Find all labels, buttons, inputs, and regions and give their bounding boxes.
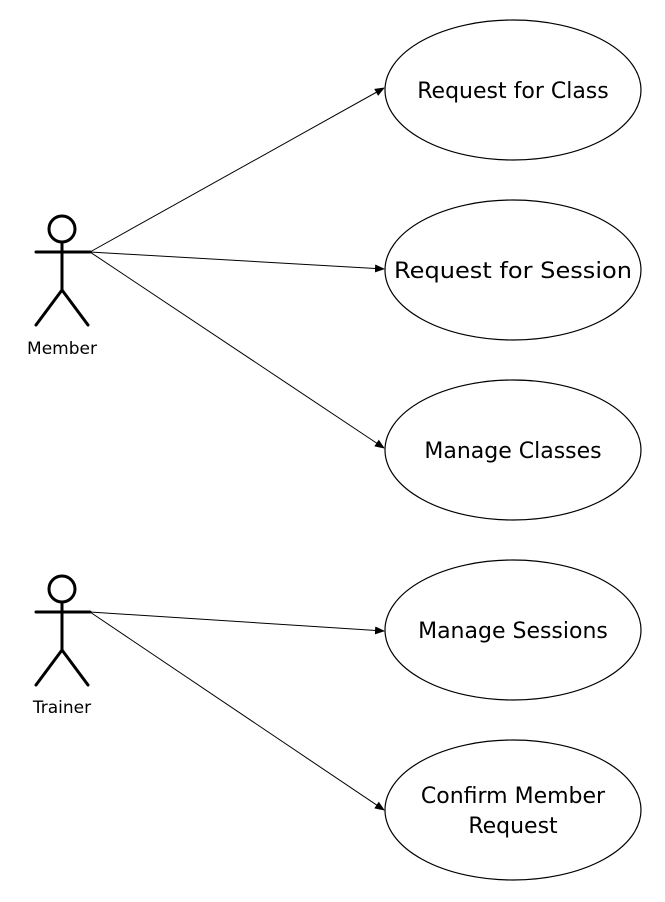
usecase-label: Manage Sessions — [418, 619, 608, 644]
usecase-label: Confirm Member — [421, 784, 606, 809]
associations — [89, 87, 385, 811]
stick-figure-icon — [34, 574, 92, 687]
actor-label: Member — [27, 339, 97, 359]
actor-label: Trainer — [32, 698, 91, 718]
stick-figure-icon — [34, 214, 92, 327]
usecase-manage-sessions: Manage Sessions — [384, 559, 642, 701]
usecase-request-class: Request for Class — [384, 19, 642, 161]
usecase-ellipse — [384, 19, 642, 161]
usecase-label: Request — [468, 814, 558, 839]
association-trainer-manage-sessions — [89, 611, 385, 635]
usecase-ellipse — [384, 559, 642, 701]
usecase-ellipse — [384, 379, 642, 521]
usecase-confirm-member-request: Confirm Member Request — [384, 739, 642, 881]
association-member-request-session — [89, 251, 385, 273]
usecase-label: Request for Class — [417, 79, 608, 104]
usecase-label: Manage Classes — [424, 439, 601, 464]
actor-member: Member — [27, 214, 97, 359]
actor-trainer: Trainer — [32, 574, 92, 718]
association-member-request-class — [89, 87, 385, 253]
association-trainer-confirm-member-request — [89, 611, 385, 811]
association-member-manage-classes — [89, 251, 385, 449]
usecase-ellipse — [384, 739, 642, 881]
usecase-label: Request for Session — [394, 259, 632, 284]
usecase-manage-classes: Manage Classes — [384, 379, 642, 521]
usecase-request-session: Request for Session — [384, 199, 642, 341]
usecase-ellipse — [384, 199, 642, 341]
